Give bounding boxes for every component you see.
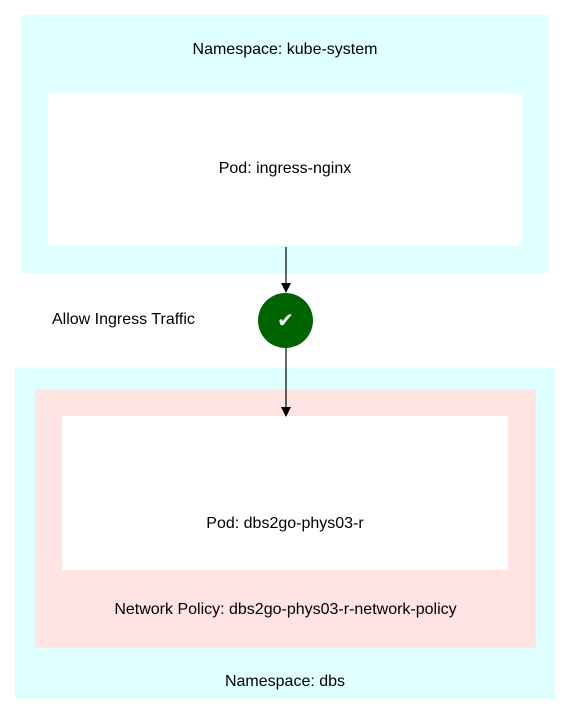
pod-ingress-nginx[interactable]: Pod: ingress-nginx — [48, 93, 522, 246]
allow-status-node[interactable]: ✔ — [258, 293, 313, 348]
namespace-kube-system: Namespace: kube-system Pod: ingress-ngin… — [21, 15, 549, 273]
pod-dbs2go-phys03-r[interactable]: Pod: dbs2go-phys03-r — [62, 416, 508, 570]
network-policy[interactable]: Pod: dbs2go-phys03-r Network Policy: dbs… — [35, 389, 536, 648]
namespace-label: Namespace: kube-system — [192, 41, 378, 58]
check-icon: ✔ — [277, 308, 294, 332]
network-policy-label: Network Policy: dbs2go-phys03-r-network-… — [114, 601, 457, 618]
pod-label: Pod: ingress-nginx — [218, 160, 352, 177]
edge-label: Allow Ingress Traffic — [52, 311, 195, 328]
pod-label: Pod: dbs2go-phys03-r — [206, 515, 364, 532]
namespace-dbs: Pod: dbs2go-phys03-r Network Policy: dbs… — [15, 368, 555, 699]
namespace-label: Namespace: dbs — [224, 673, 346, 690]
